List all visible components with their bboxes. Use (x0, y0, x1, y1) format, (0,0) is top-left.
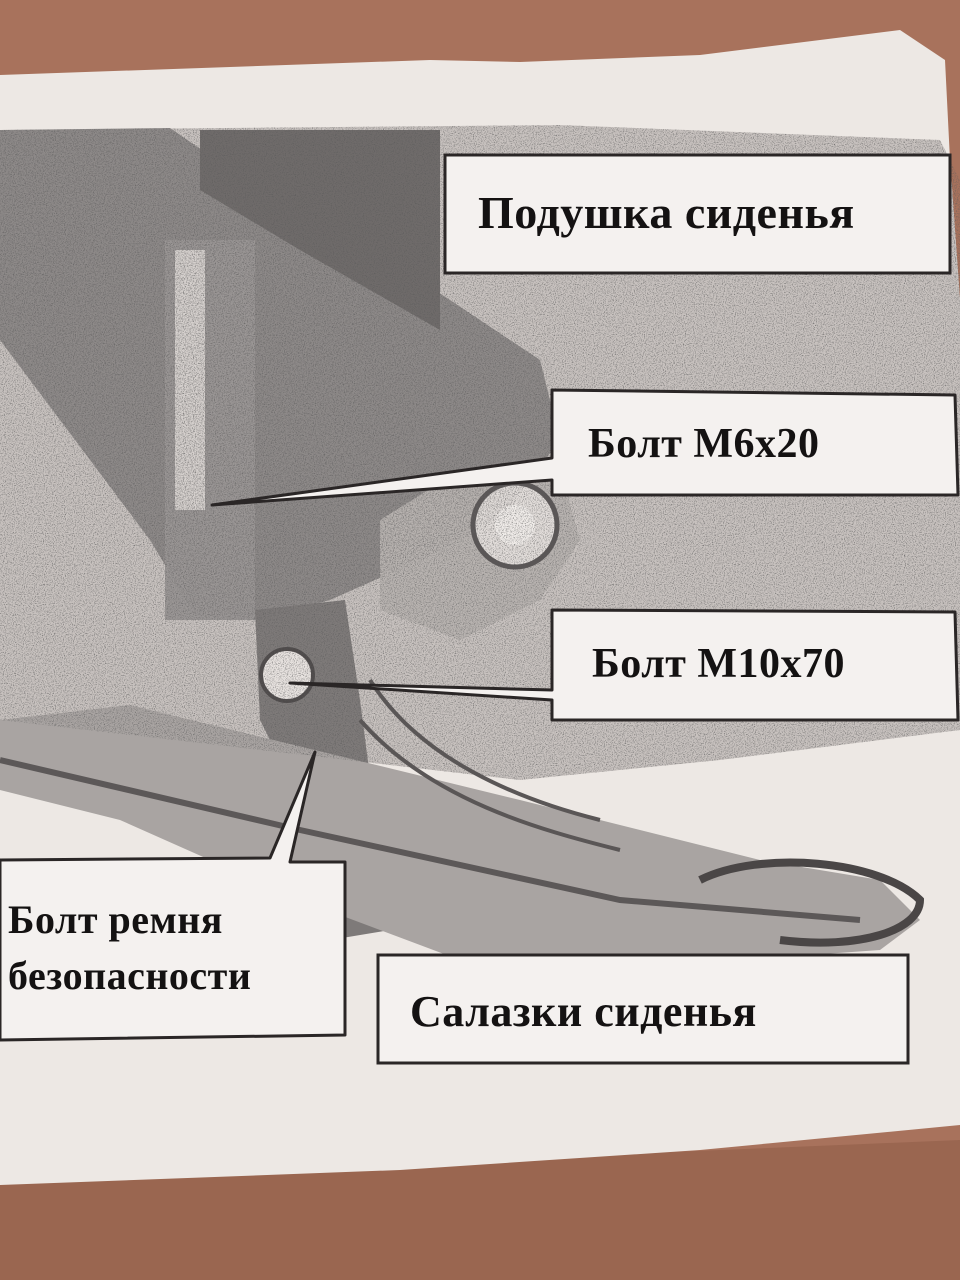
label-seat-cushion: Подушка сиденья (478, 187, 855, 238)
rail-release-loop (698, 858, 925, 947)
label-bolt-m6x20: Болт М6х20 (588, 421, 820, 467)
rail-groove (0, 757, 861, 923)
callout-box-seat-cushion (443, 153, 952, 275)
seat-rail (0, 705, 920, 960)
callout-pointer-m10 (288, 608, 960, 722)
callout-pointer-seatbelt (0, 750, 347, 1042)
label-seatbelt-bolt: Болт ремня безопасности (8, 897, 252, 998)
label-bolt-m10x70: Болт М10х70 (592, 641, 846, 687)
callout-box-seat-rails (376, 953, 910, 1065)
callout-pointer-m6 (210, 388, 960, 507)
frame-speckle (0, 128, 560, 620)
label-seat-rails: Салазки сиденья (410, 987, 757, 1036)
